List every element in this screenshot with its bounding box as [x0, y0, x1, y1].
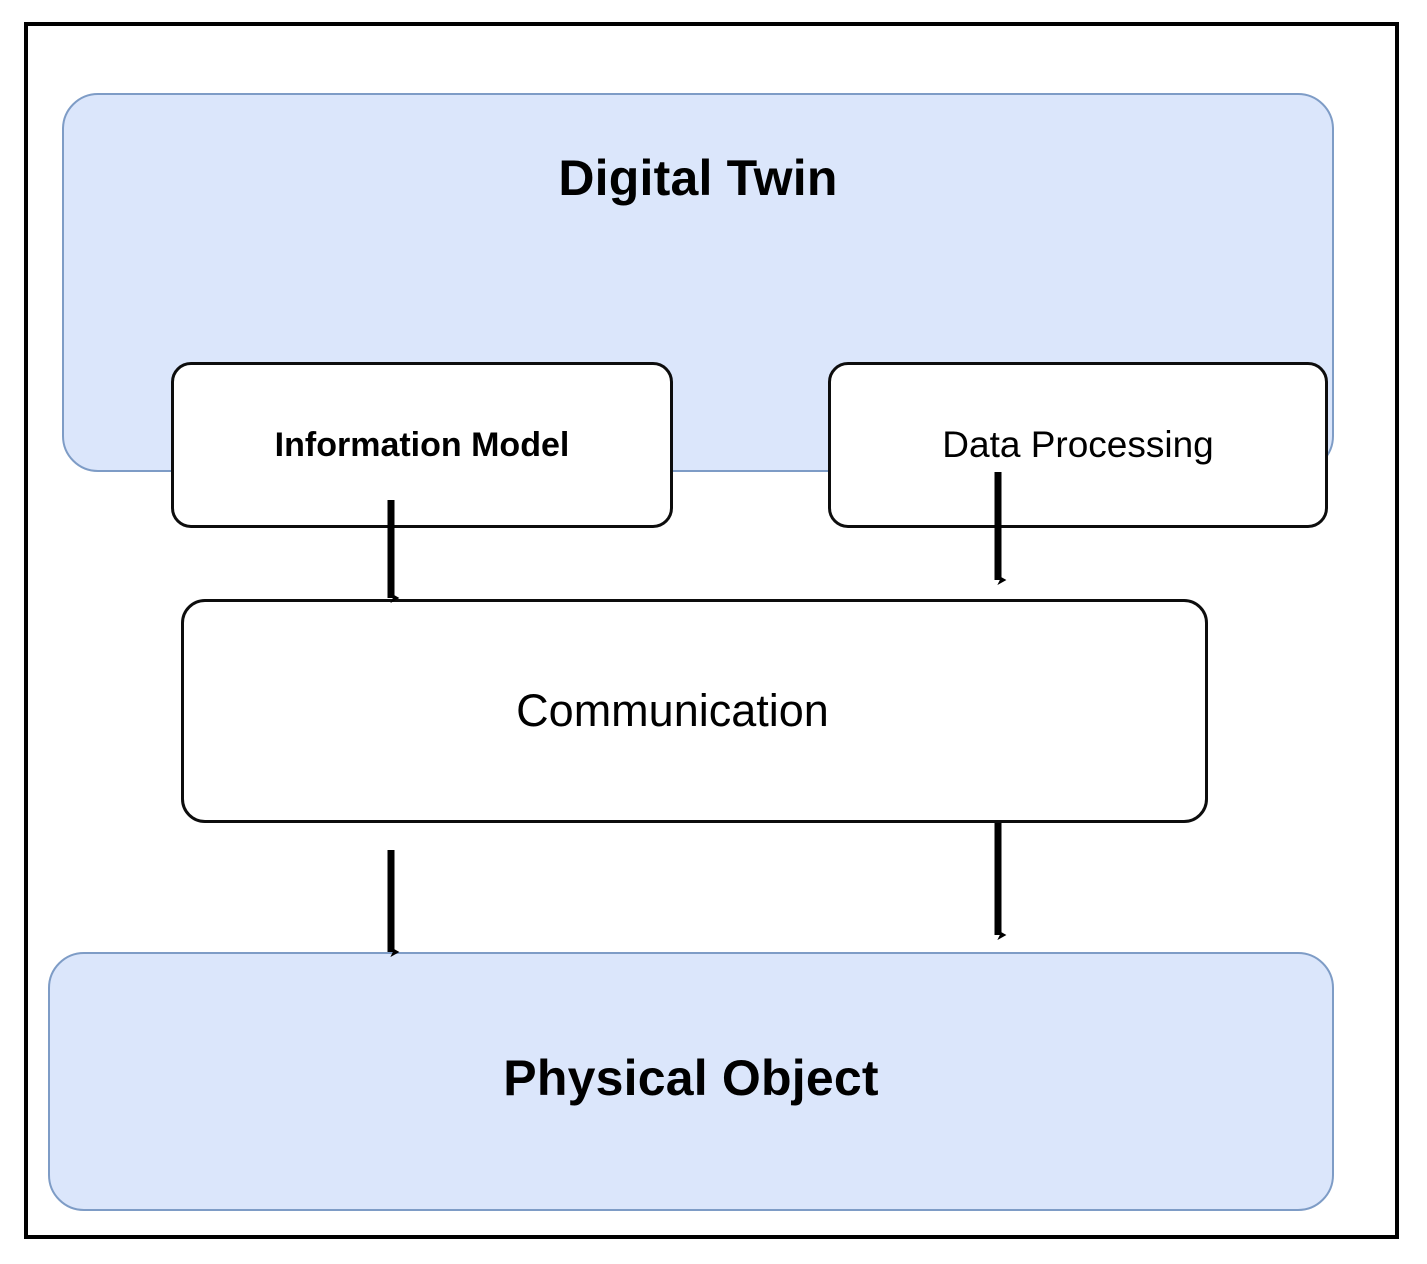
node-label-data-processing: Data Processing	[942, 424, 1214, 465]
group-title-digital-twin: Digital Twin	[558, 150, 838, 206]
node-data-processing[interactable]: Data Processing	[828, 362, 1328, 528]
group-digital-twin[interactable]: Digital Twin Information Model Data Proc…	[62, 93, 1334, 528]
group-physical-object[interactable]: Physical Object	[48, 952, 1334, 1211]
group-title-physical-object: Physical Object	[503, 1050, 879, 1106]
node-information-model[interactable]: Information Model	[171, 362, 673, 528]
node-label-information-model: Information Model	[274, 425, 570, 464]
node-label-communication: Communication	[516, 685, 829, 736]
node-communication[interactable]: Communication	[181, 599, 1208, 823]
